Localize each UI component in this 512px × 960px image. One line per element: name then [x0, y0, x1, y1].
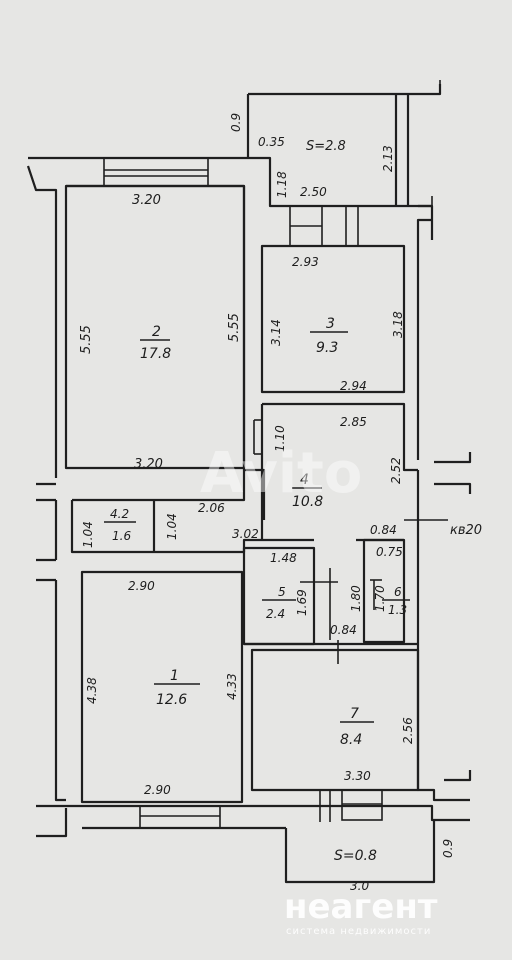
dim-r3-left: 3.14	[269, 319, 283, 346]
doors	[253, 80, 448, 822]
room-3-area: 9.3	[316, 340, 338, 356]
avito-watermark: Avito	[200, 441, 362, 506]
dim-r5-180: 1.80	[349, 585, 363, 612]
dim-small-104b: 1.04	[165, 513, 179, 540]
dim-r7-bottom: 3.30	[344, 769, 371, 783]
dim-top-bal-035: 0.35	[258, 135, 285, 149]
room-2-number: 2	[152, 324, 161, 340]
room-1-area: 12.6	[156, 692, 187, 708]
dim-top-bal-213: 2.13	[381, 145, 395, 172]
dim-r1-right: 4.33	[225, 673, 239, 700]
room-3-number: 3	[326, 316, 335, 332]
dim-r2-left: 5.55	[79, 325, 94, 354]
room-5-area: 2.4	[266, 607, 285, 621]
dim-r3-right: 3.18	[391, 311, 405, 338]
windows	[103, 157, 383, 829]
dim-r1-top: 2.90	[128, 579, 155, 593]
balcony-labels: S=2.8 S=0.8	[306, 139, 377, 864]
dim-top-bal-250: 2.50	[300, 185, 327, 199]
room-1-number: 1	[170, 668, 179, 684]
dim-r5-top: 1.48	[270, 551, 297, 565]
room-2-area: 17.8	[140, 346, 171, 362]
room-7-area: 8.4	[340, 732, 362, 748]
small-room-area: 1.6	[112, 529, 131, 543]
dim-r5-right: 1.69	[295, 589, 309, 616]
bottom-balcony-area: S=0.8	[334, 848, 377, 864]
dim-r3-top: 2.93	[292, 255, 319, 269]
watermarks: Avito неагент система недвижимости	[200, 441, 438, 937]
dim-r1-left: 4.38	[85, 677, 99, 704]
top-balcony-area: S=2.8	[306, 139, 346, 154]
fraction-bars	[104, 331, 410, 723]
room-6-area: 1.3	[388, 603, 407, 617]
dim-r5-084: 0.84	[330, 623, 357, 637]
small-room-number: 4.2	[110, 507, 129, 521]
dim-r4-small: 0.84	[370, 523, 397, 537]
room-4-number: 4	[300, 472, 309, 488]
dim-corr-206: 2.06	[198, 501, 225, 515]
dim-r6-top: 0.75	[376, 545, 403, 559]
dim-r4-left: 1.10	[273, 425, 287, 452]
brand-watermark-sub: система недвижимости	[286, 926, 431, 937]
dim-r1-bottom: 2.90	[144, 783, 171, 797]
room-5-number: 5	[278, 585, 286, 599]
walls	[26, 84, 472, 884]
flat-number-label: кв20	[450, 523, 482, 538]
dimension-labels: 0.9 0.35 2.13 1.18 2.50 3.20 5.55 5.55 3…	[79, 113, 455, 893]
dim-top-bal-118: 1.18	[275, 171, 289, 198]
dim-r2-top: 3.20	[132, 193, 161, 208]
room-7-number: 7	[350, 706, 359, 722]
dim-r7-right: 2.56	[401, 717, 415, 744]
dim-bot-bal-30: 3.0	[350, 879, 369, 893]
dim-r3-bottom: 2.94	[340, 379, 367, 393]
room-6-number: 6	[394, 585, 402, 599]
dim-r6-left: 1.70	[373, 585, 387, 612]
dim-corr-302: 3.02	[232, 527, 259, 541]
dim-r2-bottom: 3.20	[134, 457, 163, 472]
dim-r2-right: 5.55	[227, 313, 242, 342]
brand-watermark: неагент	[284, 887, 438, 927]
dim-bot-bal-09: 0.9	[441, 839, 455, 858]
room-labels: 2 17.8 3 9.3 4 10.8 5 2.4 6 1.3 1 12.6 7…	[110, 316, 407, 748]
dim-small-104a: 1.04	[81, 521, 95, 548]
room-4-area: 10.8	[292, 494, 323, 510]
dim-r4-right: 2.52	[389, 457, 403, 484]
dim-top-bal-09: 0.9	[229, 113, 243, 132]
dim-r4-top: 2.85	[340, 415, 367, 429]
